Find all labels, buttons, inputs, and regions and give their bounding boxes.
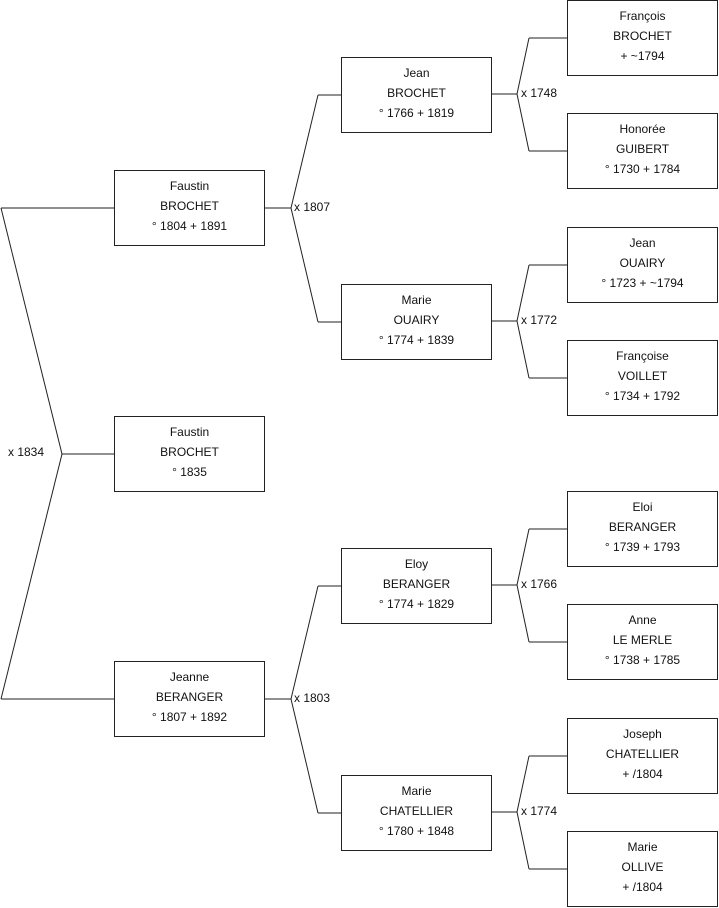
person-surname: GUIBERT [615, 142, 670, 156]
marriage-label: x 1834 [8, 445, 45, 459]
person-given: Marie [627, 840, 658, 854]
person-dates: ° 1774 + 1839 [378, 333, 455, 347]
person-box[interactable]: Anne LE MERLE ° 1738 + 1785 [567, 604, 718, 680]
person-dates: ° 1734 + 1792 [604, 389, 681, 403]
branch-line [516, 811, 530, 870]
person-dates: ° 1774 + 1829 [378, 597, 455, 611]
person-surname: BROCHET [613, 29, 672, 43]
marriage-label: x 1803 [294, 691, 331, 705]
person-given: Jean [629, 236, 656, 250]
marriage-label: x 1774 [521, 804, 558, 818]
person-surname: BERANGER [155, 690, 224, 704]
person-dates: ° 1804 + 1891 [151, 219, 228, 233]
branch-line [516, 264, 530, 322]
person-given: Eloy [404, 557, 429, 571]
branch-line [0, 453, 63, 700]
person-given: Joseph [623, 727, 662, 741]
person-dates: ° 1766 + 1819 [378, 106, 455, 120]
person-dates: ° 1835 [172, 465, 207, 479]
branch-line [516, 37, 530, 95]
branch-line [516, 320, 530, 379]
person-surname: CHATELLIER [379, 804, 454, 818]
person-surname: VOILLET [617, 369, 668, 383]
person-dates: + ~1794 [620, 49, 665, 63]
person-surname: CHATELLIER [605, 747, 680, 761]
person-given: Faustin [169, 425, 210, 439]
marriage-label: x 1766 [521, 577, 558, 591]
person-dates: ° 1807 + 1892 [151, 710, 228, 724]
person-dates: + /1804 [622, 880, 663, 894]
person-dates: ° 1730 + 1784 [604, 162, 681, 176]
person-surname: BROCHET [387, 86, 446, 100]
branch-line [290, 94, 319, 209]
person-given: François [619, 9, 666, 23]
branch-line [516, 755, 530, 813]
branch-line [0, 207, 63, 455]
branch-line [290, 207, 319, 323]
person-dates: + /1804 [622, 767, 663, 781]
person-given: Jean [403, 66, 430, 80]
branch-line [290, 585, 319, 700]
person-given: Marie [401, 293, 432, 307]
marriage-label: x 1748 [521, 86, 558, 100]
person-dates: ° 1780 + 1848 [378, 824, 455, 838]
branch-line [290, 698, 319, 814]
person-dates: ° 1738 + 1785 [604, 653, 681, 667]
marriage-label: x 1807 [294, 200, 331, 214]
person-dates: ° 1739 + 1793 [604, 540, 681, 554]
person-given: Faustin [169, 179, 210, 193]
person-dates: ° 1723 + ~1794 [601, 276, 684, 290]
person-surname: OUAIRY [619, 256, 666, 270]
branch-line [516, 584, 530, 643]
person-given: Anne [628, 613, 657, 627]
marriage-label: x 1772 [521, 313, 558, 327]
person-surname: OUAIRY [393, 313, 440, 327]
person-given: Eloi [632, 500, 653, 514]
person-surname: BERANGER [382, 577, 451, 591]
branch-line [516, 93, 530, 152]
person-given: Honorée [619, 122, 666, 136]
person-given: Marie [401, 784, 432, 798]
branch-line [516, 528, 530, 586]
person-surname: OLLIVE [621, 860, 664, 874]
person-surname: BROCHET [160, 445, 219, 459]
person-surname: BROCHET [160, 199, 219, 213]
person-surname: BERANGER [608, 520, 677, 534]
person-surname: LE MERLE [612, 633, 673, 647]
person-given: Jeanne [169, 670, 210, 684]
person-given: Françoise [616, 349, 669, 363]
